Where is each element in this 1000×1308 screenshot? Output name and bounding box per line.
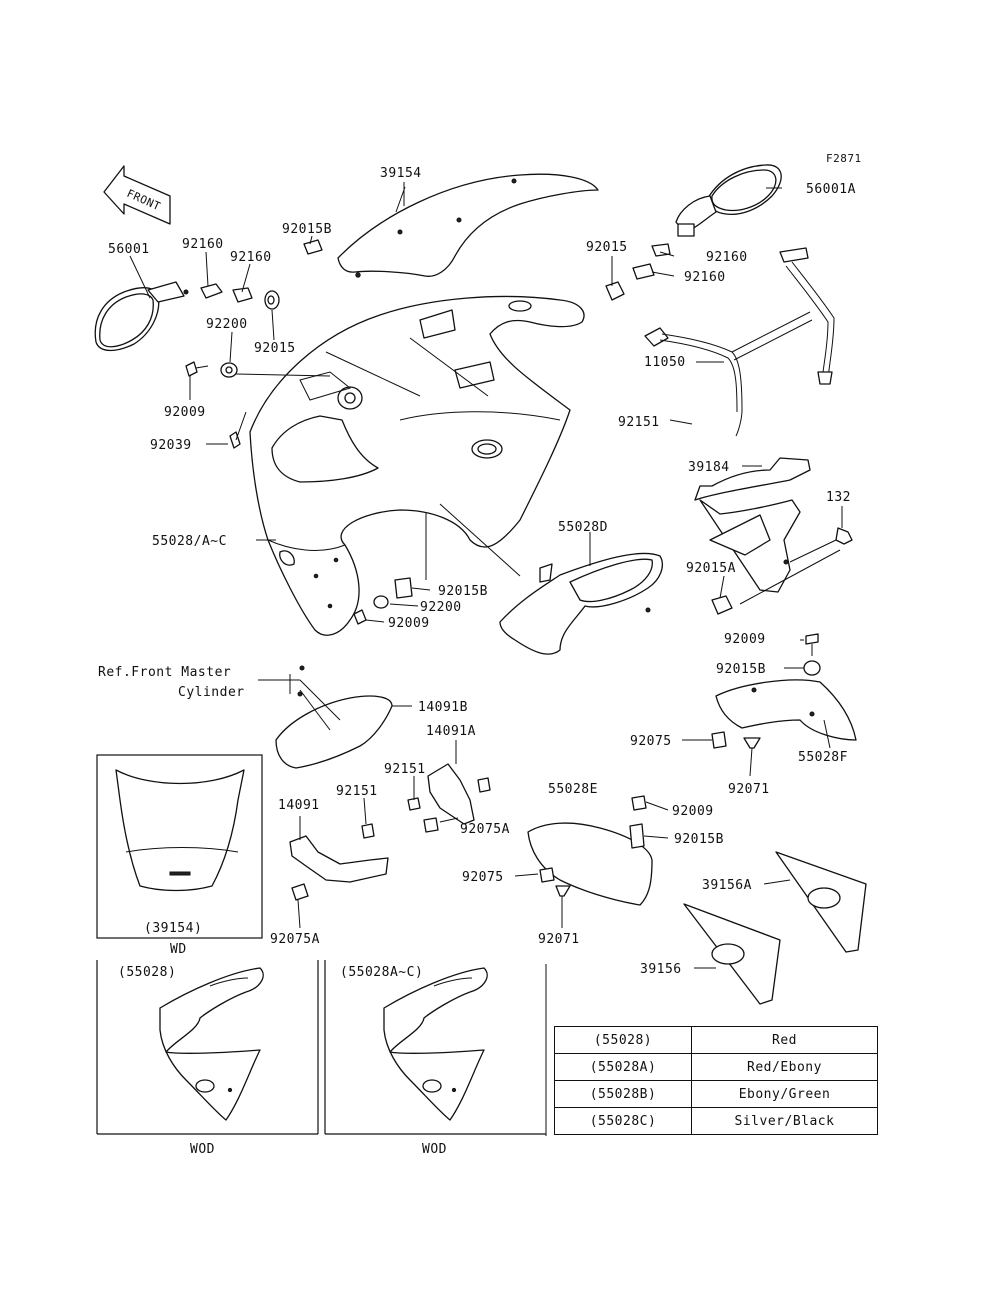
wd-caption: (39154) <box>144 921 202 936</box>
cover-14091A <box>407 763 491 833</box>
mirror-left-56001 <box>94 281 189 352</box>
part-label-92015-a: 92015 <box>586 240 628 255</box>
bracket-11050 <box>644 247 835 437</box>
part-label-39184: 39184 <box>688 460 730 475</box>
inset-wod-55028AC: (55028A~C) <box>324 960 546 1135</box>
part-label-92200-a: 92200 <box>206 317 248 332</box>
part-label-56001: 56001 <box>108 242 150 257</box>
figure-code: F2871 <box>826 152 862 165</box>
color-name-cell: Red <box>691 1026 878 1054</box>
part-label-14091B: 14091B <box>418 700 468 715</box>
part-label-92009-c: 92009 <box>724 632 766 647</box>
upper-cowl-55028 <box>249 295 585 636</box>
part-label-92071-a: 92071 <box>728 782 770 797</box>
part-label-56001A: 56001A <box>806 182 856 197</box>
inner-panel-55028D <box>499 552 663 655</box>
part-label-92009-b: 92009 <box>388 616 430 631</box>
part-label-11050: 11050 <box>644 355 686 370</box>
part-label-92200-b: 92200 <box>420 600 462 615</box>
part-label-92009-a: 92009 <box>164 405 206 420</box>
wod2-caption: (55028A~C) <box>340 965 423 980</box>
part-label-55028D: 55028D <box>558 520 608 535</box>
rubber-dampers <box>185 239 671 449</box>
part-label-14091: 14091 <box>278 798 320 813</box>
part-label-92075-b: 92075 <box>462 870 504 885</box>
part-label-92009-d: 92009 <box>672 804 714 819</box>
inset-wod-55028: (55028) <box>96 960 319 1135</box>
part-label-92075A-a: 92075A <box>460 822 510 837</box>
table-row: (55028C) Silver/Black <box>554 1107 878 1135</box>
part-label-92151-a: 92151 <box>618 415 660 430</box>
part-label-39156: 39156 <box>640 962 682 977</box>
part-label-55028F: 55028F <box>798 750 848 765</box>
color-name-cell: Red/Ebony <box>691 1053 878 1081</box>
part-label-92160-c: 92160 <box>706 250 748 265</box>
part-label-92015B-b: 92015B <box>438 584 488 599</box>
part-labels: 39154 56001A 56001 92160 92160 92015B 92… <box>98 166 856 977</box>
wod2-label: WOD <box>422 1142 447 1157</box>
part-label-92075A-b: 92075A <box>270 932 320 947</box>
color-code-cell: (55028C) <box>554 1107 692 1135</box>
color-name-cell: Silver/Black <box>691 1107 878 1135</box>
part-label-92160-b: 92160 <box>230 250 272 265</box>
wod1-caption: (55028) <box>118 965 176 980</box>
mirror-right-56001A <box>675 164 782 237</box>
part-label-55028E: 55028E <box>548 782 598 797</box>
part-label-14091A: 14091A <box>426 724 476 739</box>
part-label-92015A: 92015A <box>686 561 736 576</box>
plate-39156 <box>683 903 781 1005</box>
ref-label-line2: Cylinder <box>178 685 245 700</box>
part-label-39156A: 39156A <box>702 878 752 893</box>
hardware-55028F <box>711 633 821 749</box>
part-label-55028AC: 55028/A~C <box>152 534 227 549</box>
nut-92015A <box>711 595 733 615</box>
color-table: (55028) Red (55028A) Red/Ebony (55028B) … <box>554 1026 878 1135</box>
leader-lines <box>129 182 843 1136</box>
plate-39156A <box>775 851 867 953</box>
part-label-92071-b: 92071 <box>538 932 580 947</box>
part-label-92039: 92039 <box>150 438 192 453</box>
cover-14091 <box>289 823 389 901</box>
color-name-cell: Ebony/Green <box>691 1080 878 1108</box>
part-label-92160-a: 92160 <box>182 237 224 252</box>
inset-wd: (39154) <box>96 754 263 939</box>
part-label-92015B-d: 92015B <box>674 832 724 847</box>
cover-14091B <box>275 665 393 769</box>
windshield-39154 <box>337 173 599 278</box>
color-code-cell: (55028) <box>554 1026 692 1054</box>
part-label-92075-a: 92075 <box>630 734 672 749</box>
part-label-39154: 39154 <box>380 166 422 181</box>
wd-label: WD <box>170 942 187 957</box>
lower-panel-55028E <box>527 795 653 906</box>
table-row: (55028) Red <box>554 1026 878 1054</box>
part-label-92015B-a: 92015B <box>282 222 332 237</box>
part-label-92015-b: 92015 <box>254 341 296 356</box>
part-label-92015B-c: 92015B <box>716 662 766 677</box>
hardware-lower <box>353 577 413 625</box>
table-row: (55028A) Red/Ebony <box>554 1053 878 1081</box>
front-arrow-icon: FRONT <box>103 165 171 225</box>
part-label-92151-c: 92151 <box>336 784 378 799</box>
part-label-132: 132 <box>826 490 851 505</box>
color-code-cell: (55028B) <box>554 1080 692 1108</box>
color-code-cell: (55028A) <box>554 1053 692 1081</box>
part-label-92160-d: 92160 <box>684 270 726 285</box>
bolt-132 <box>789 527 853 563</box>
ref-label-line1: Ref.Front Master <box>98 665 231 680</box>
table-row: (55028B) Ebony/Green <box>554 1080 878 1108</box>
part-label-92151-b: 92151 <box>384 762 426 777</box>
lower-panel-55028F <box>715 679 857 741</box>
wod1-label: WOD <box>190 1142 215 1157</box>
bracket-39184 <box>694 457 811 593</box>
